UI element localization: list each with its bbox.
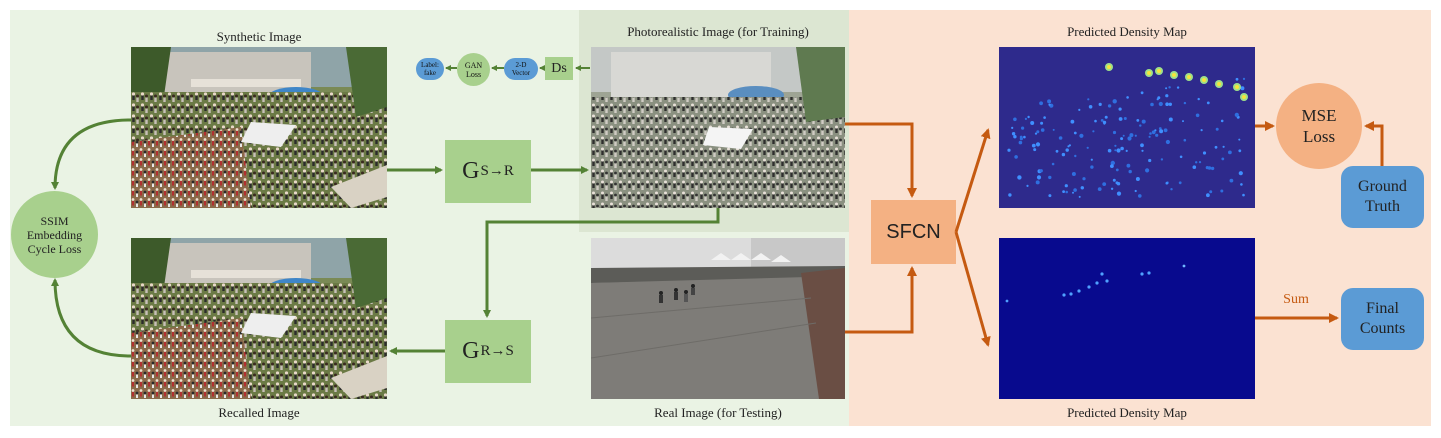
discriminator-box: Ds	[545, 57, 573, 80]
sum-label: Sum	[1283, 292, 1309, 307]
recalled-image	[131, 238, 387, 399]
ground-truth-node: Ground Truth	[1341, 166, 1424, 228]
generator-r-to-s-main: G	[462, 338, 480, 364]
ssim-cycle-loss-node: SSIM Embedding Cycle Loss	[11, 191, 98, 278]
synthetic-image-label: Synthetic Image	[216, 29, 302, 44]
generator-s-to-r-sub: S→R	[480, 163, 514, 179]
generator-r-to-s-sub: R→S	[480, 343, 514, 359]
gan-loss-node: GAN Loss	[457, 53, 490, 86]
predicted-density-map-top-label: Predicted Density Map	[1067, 24, 1187, 39]
label-fake-node: Label: fake	[416, 58, 444, 80]
vector-node: 2-D Vector	[504, 58, 538, 80]
generator-s-to-r-main: G	[462, 158, 480, 184]
synthetic-image	[131, 47, 387, 208]
sfcn-box: SFCN	[871, 200, 956, 264]
predicted-density-map-bottom	[999, 238, 1255, 399]
photorealistic-image-label: Photorealistic Image (for Training)	[627, 24, 809, 39]
final-counts-node: Final Counts	[1341, 288, 1424, 350]
mse-loss-node: MSE Loss	[1276, 83, 1362, 169]
predicted-density-map-top	[999, 47, 1255, 208]
predicted-density-map-bottom-label: Predicted Density Map	[1067, 405, 1187, 420]
real-image-label: Real Image (for Testing)	[654, 405, 782, 420]
recalled-image-label: Recalled Image	[218, 405, 300, 420]
real-image	[591, 238, 845, 399]
photorealistic-image	[591, 47, 845, 208]
